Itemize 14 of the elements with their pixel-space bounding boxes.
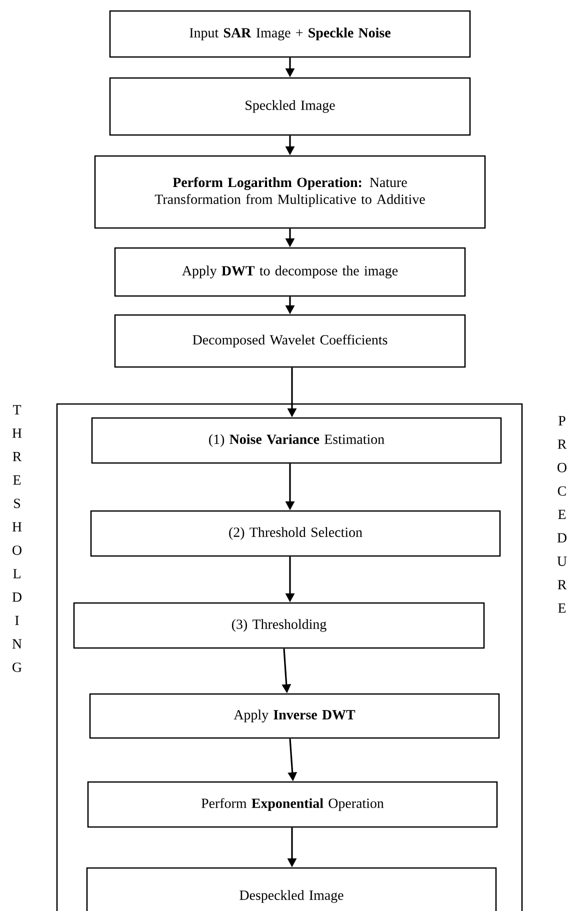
process-box: Decomposed Wavelet Coefficients xyxy=(114,314,466,368)
process-box: Apply DWT to decompose the image xyxy=(114,247,466,297)
process-box: (2) Threshold Selection xyxy=(90,510,501,557)
process-box: Perform Logarithm Operation: Nature Transformation from Multiplicative to Additive xyxy=(94,155,486,229)
frame-box xyxy=(56,403,523,911)
process-box: (1) Noise Variance Estimation xyxy=(91,417,502,464)
side-label: P R O C E D U R E xyxy=(557,416,567,613)
process-box: Perform Exponential Operation xyxy=(87,781,498,828)
process-box: (3) Thresholding xyxy=(73,602,485,649)
process-box: Input SAR Image + Speckle Noise xyxy=(109,10,471,58)
process-box: Speckled Image xyxy=(109,77,471,136)
process-box: Apply Inverse DWT xyxy=(89,693,500,739)
process-box: Despeckled Image xyxy=(86,867,497,911)
side-label: T H R E S H O L D I N G xyxy=(12,405,22,672)
